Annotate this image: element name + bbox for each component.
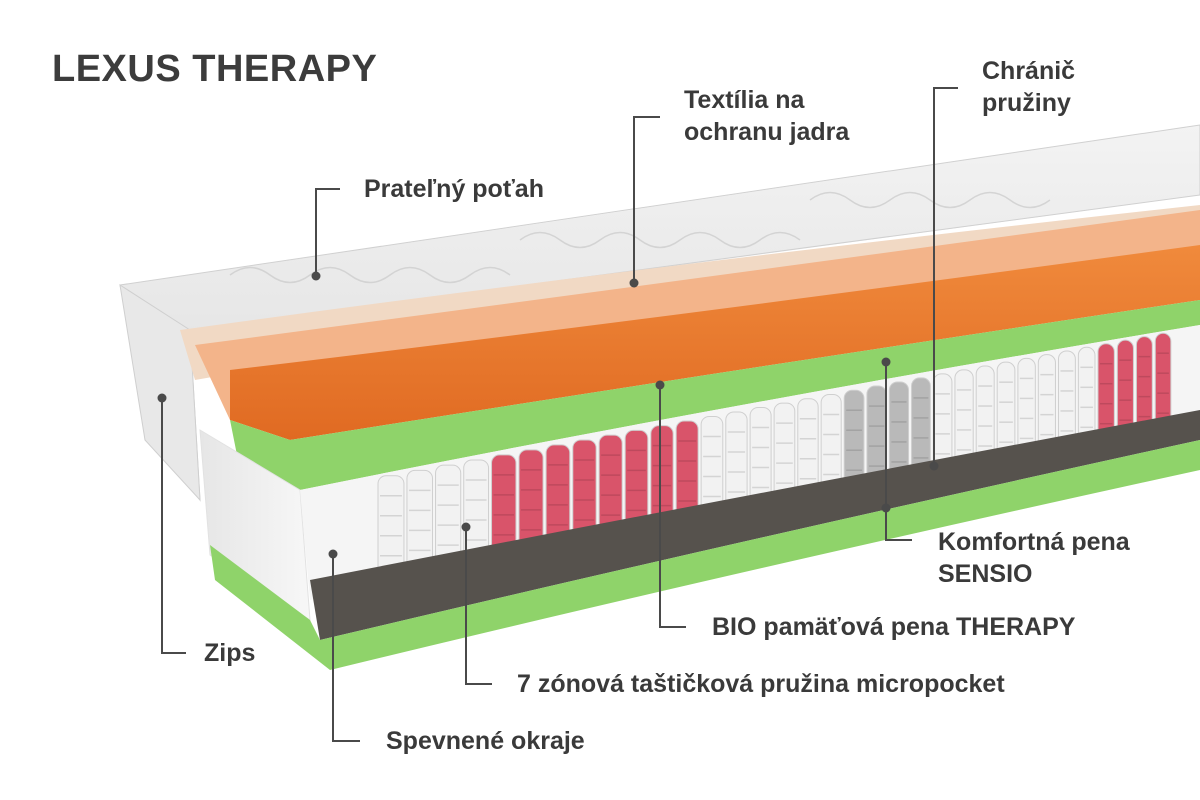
leader-zip [161,398,186,654]
pocket-spring [463,459,490,561]
pocket-spring [377,475,405,577]
leader-memory-foam [659,385,686,628]
memory-foam-front [230,245,1200,440]
leader-pocket-spring [465,527,492,685]
pocket-spring [545,444,571,546]
pocket-spring [598,434,623,536]
leader-comfort-foam [885,362,912,541]
leader-cover [315,188,340,276]
label-edges: Spevnené okraje [386,727,585,755]
pocket-spring [435,464,462,566]
leader-dots [157,271,939,559]
pocket-spring [572,439,597,541]
label-spring-guard-line1: Chránič [982,57,1076,85]
label-textile-line2: ochranu jadra [684,118,850,146]
leader-lines [161,87,958,742]
pocket-spring [406,469,434,571]
label-comfort-foam-line2: SENSIO [938,560,1033,588]
label-spring-guard-line2: pružiny [982,89,1071,117]
label-memory-foam: BIO pamäťová pena THERAPY [712,613,1076,641]
label-cover: Prateľný poťah [364,175,544,203]
leader-edges [332,554,360,742]
spring-guard-felt [310,410,1200,640]
pocket-spring [491,454,517,556]
quilt-pattern [229,191,1051,284]
comfort-foam-upper [230,300,1200,490]
label-zip: Zips [204,639,256,667]
leader-spring-guard [933,87,958,466]
label-pocket-spring: 7 zónová taštičková pružina micropocket [517,670,1005,698]
page-title: LEXUS THERAPY [52,48,378,90]
leader-textile [633,116,660,283]
pocket-spring [518,449,544,551]
pocket-springs [377,332,1172,577]
label-comfort-foam-line1: Komfortná pena [938,528,1130,556]
label-textile-line1: Textília na [684,86,805,114]
comfort-foam-lower [210,440,1200,670]
quilted-cover-side [119,283,201,502]
